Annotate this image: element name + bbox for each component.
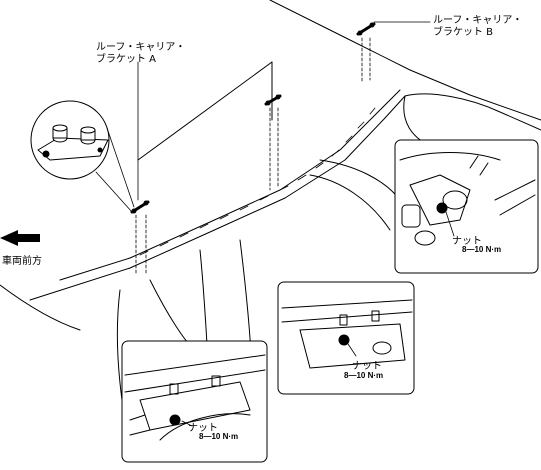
detail-2-nut-label: ナット — [352, 361, 382, 372]
detail-2-torque-label: 8—10 N·m — [344, 371, 384, 380]
detail-3-torque-label: 8—10 N·m — [462, 245, 502, 254]
detail-box-2 — [277, 281, 415, 395]
bracket-a-label-line-1: ルーフ・キャリア・ — [96, 42, 186, 53]
roof-rail-slots — [139, 107, 376, 256]
bracket-magnifier — [30, 100, 135, 213]
detail-1-nut-label: ナット — [188, 423, 218, 434]
front-arrow-icon — [0, 230, 40, 246]
bracket-b-part — [356, 22, 376, 36]
bracket-b-label-line-1: ルーフ・キャリア・ — [433, 15, 523, 26]
bracket-b-label-line-2: ブラケット B — [433, 27, 494, 38]
bracket-b-label: ルーフ・キャリア・ ブラケット B — [433, 15, 522, 39]
detail-1-torque-label: 8—10 N·m — [199, 432, 239, 441]
detail-box-3 — [394, 139, 539, 274]
bracket-a-label-line-2: ブラケット A — [96, 54, 157, 65]
detail-box-1 — [121, 340, 268, 463]
bracket-a-label: ルーフ・キャリア・ ブラケット A — [96, 42, 185, 66]
vehicle-front-label: 車両前方 — [2, 256, 42, 267]
bracket-center-part — [264, 94, 282, 106]
bracket-a-part — [130, 200, 150, 214]
detail-3-nut-label: ナット — [452, 236, 482, 247]
